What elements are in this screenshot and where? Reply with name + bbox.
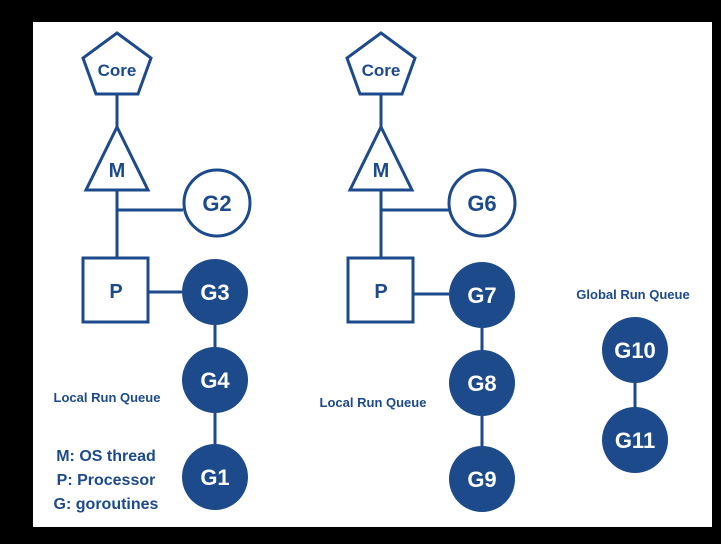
machine-triangle-left	[83, 123, 151, 192]
processor-box-left	[81, 256, 150, 324]
goroutine-g2-label: G2	[202, 191, 231, 216]
goroutine-g8-label: G8	[467, 371, 496, 396]
goroutine-g6-label: G6	[467, 191, 496, 216]
goroutine-g3-label: G3	[200, 280, 229, 305]
core-label-left: Core	[98, 61, 137, 80]
goroutine-g1	[182, 444, 248, 510]
legend-line-g: G: goroutines	[54, 496, 159, 513]
goroutine-g6	[447, 168, 517, 238]
processor-box-right	[346, 256, 415, 324]
goroutine-g11	[602, 407, 668, 473]
goroutine-g10-label: G10	[614, 338, 656, 363]
core-pentagon-right	[345, 31, 417, 96]
machine-label-right: M	[373, 160, 390, 182]
goroutine-g4	[182, 347, 248, 413]
goroutine-g7-label: G7	[467, 283, 496, 308]
goroutine-g8	[449, 350, 515, 416]
local-run-queue-label-left: Local Run Queue	[54, 390, 161, 405]
legend-line-p: P: Processor	[57, 472, 156, 489]
core-label-right: Core	[362, 61, 401, 80]
goroutine-g9	[449, 446, 515, 512]
machine-triangle-right	[347, 123, 415, 192]
processor-label-left: P	[109, 281, 122, 303]
goroutine-g3	[182, 259, 248, 325]
core-pentagon-left	[81, 31, 153, 96]
legend-line-m: M: OS thread	[56, 448, 156, 465]
local-run-queue-label-right: Local Run Queue	[320, 395, 427, 410]
goroutine-g10	[602, 317, 668, 383]
goroutine-g1-label: G1	[200, 465, 229, 490]
goroutine-g2	[182, 168, 252, 238]
machine-label-left: M	[109, 160, 126, 182]
processor-label-right: P	[374, 281, 387, 303]
goroutine-g4-label: G4	[200, 368, 230, 393]
goroutine-g9-label: G9	[467, 467, 496, 492]
goroutine-g11-label: G11	[615, 428, 655, 453]
goroutine-g7	[449, 262, 515, 328]
global-run-queue-label: Global Run Queue	[576, 287, 689, 302]
